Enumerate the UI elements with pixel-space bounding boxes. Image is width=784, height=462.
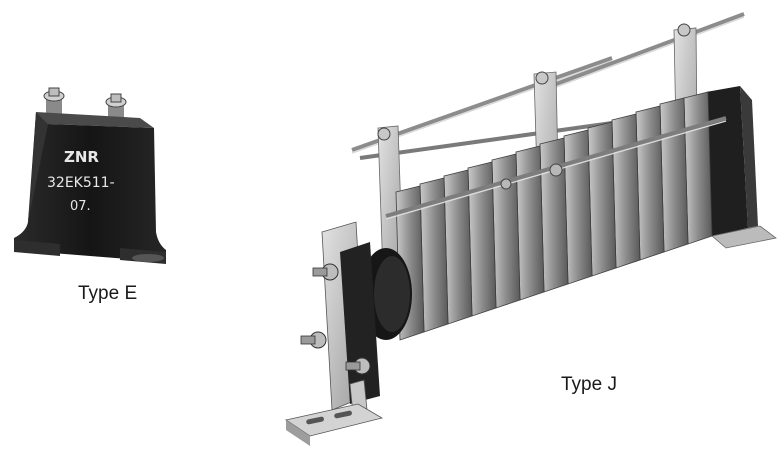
type-e-caption: Type E	[78, 283, 138, 304]
type-e-varistor: ZNR 32EK511- 07.	[14, 87, 166, 264]
left-terminal-plate	[300, 221, 380, 425]
upper-rod-right	[539, 12, 745, 92]
type-e-body	[14, 112, 166, 262]
type-e-marking-line-2: 32EK511-	[47, 175, 115, 191]
type-j-caption: Type J	[561, 374, 617, 395]
terminal-screw-left	[43, 87, 65, 118]
mounting-foot	[284, 403, 384, 446]
type-j-varistor-assembly	[284, 12, 777, 446]
type-e-marking-line-1: ZNR	[64, 148, 99, 166]
type-e-marking-line-3: 07.	[70, 199, 91, 214]
